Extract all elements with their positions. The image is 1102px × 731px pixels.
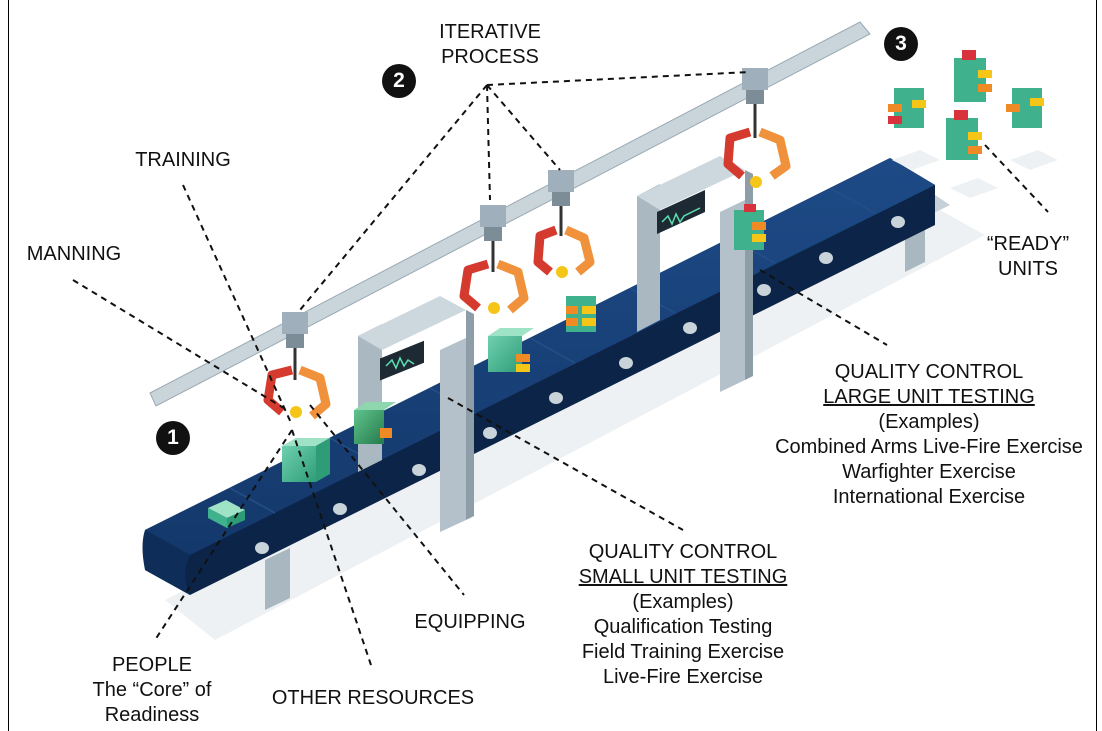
ready-line-1: “READY” (986, 233, 1070, 255)
people-line-2: The “Core” of (92, 679, 212, 701)
training-label: TRAINING (135, 149, 231, 171)
qc-large-examples: (Examples) (878, 411, 980, 433)
robotic-claw-3 (533, 170, 595, 278)
qc-large-item: International Exercise (832, 486, 1026, 508)
step-badge-3: 3 (884, 27, 918, 61)
ready-units-cluster (888, 50, 1058, 198)
iterative-line-2: PROCESS (441, 46, 539, 68)
leader-lines (72, 71, 1049, 669)
frame-border-left (8, 0, 9, 731)
unit-box-advanced (566, 296, 596, 332)
qc-small-subtitle: SMALL UNIT TESTING (578, 566, 788, 588)
qc-large-subtitle: LARGE UNIT TESTING (823, 386, 1035, 408)
ready-units-label: “READY” UNITS (968, 232, 1088, 282)
ready-line-2: UNITS (998, 258, 1058, 280)
people-line-1: PEOPLE (111, 654, 193, 676)
people-label: PEOPLE The “Core” of Readiness (82, 653, 222, 728)
qc-small-title: QUALITY CONTROL (588, 541, 778, 563)
other-resources-label: OTHER RESOURCES (271, 687, 475, 709)
qc-small-item: Field Training Exercise (581, 641, 785, 663)
frame-border-right (1096, 0, 1097, 731)
robotic-claw-2 (459, 205, 529, 314)
qc-small-item: Live-Fire Exercise (602, 666, 764, 688)
inspection-gate-small (358, 296, 474, 532)
qc-large-item: Combined Arms Live-Fire Exercise (775, 436, 1083, 458)
equipping-label: EQUIPPING (414, 611, 526, 633)
qc-small-unit-block: QUALITY CONTROL SMALL UNIT TESTING (Exam… (548, 540, 818, 690)
ground-shadow (165, 210, 985, 640)
manning-label: MANNING (26, 243, 122, 265)
qc-small-item: Qualification Testing (593, 616, 773, 638)
unit-box-people-equipped (282, 438, 330, 482)
unit-box-near-ready (734, 204, 766, 250)
unit-box-trained (354, 402, 396, 444)
robotic-claw-4 (723, 68, 791, 188)
step-badge-2: 2 (382, 64, 416, 98)
overhead-rail (149, 21, 871, 407)
qc-large-unit-block: QUALITY CONTROL LARGE UNIT TESTING (Exam… (764, 360, 1094, 510)
qc-large-title: QUALITY CONTROL (834, 361, 1024, 383)
iterative-process-label: ITERATIVE PROCESS (420, 20, 560, 70)
people-line-3: Readiness (104, 704, 200, 726)
step-badge-1: 1 (156, 421, 190, 455)
qc-small-examples: (Examples) (632, 591, 734, 613)
qc-large-item: Warfighter Exercise (842, 461, 1016, 483)
iterative-line-1: ITERATIVE (439, 21, 541, 43)
unit-box-mid (488, 328, 534, 372)
robotic-claw-1 (263, 312, 331, 420)
